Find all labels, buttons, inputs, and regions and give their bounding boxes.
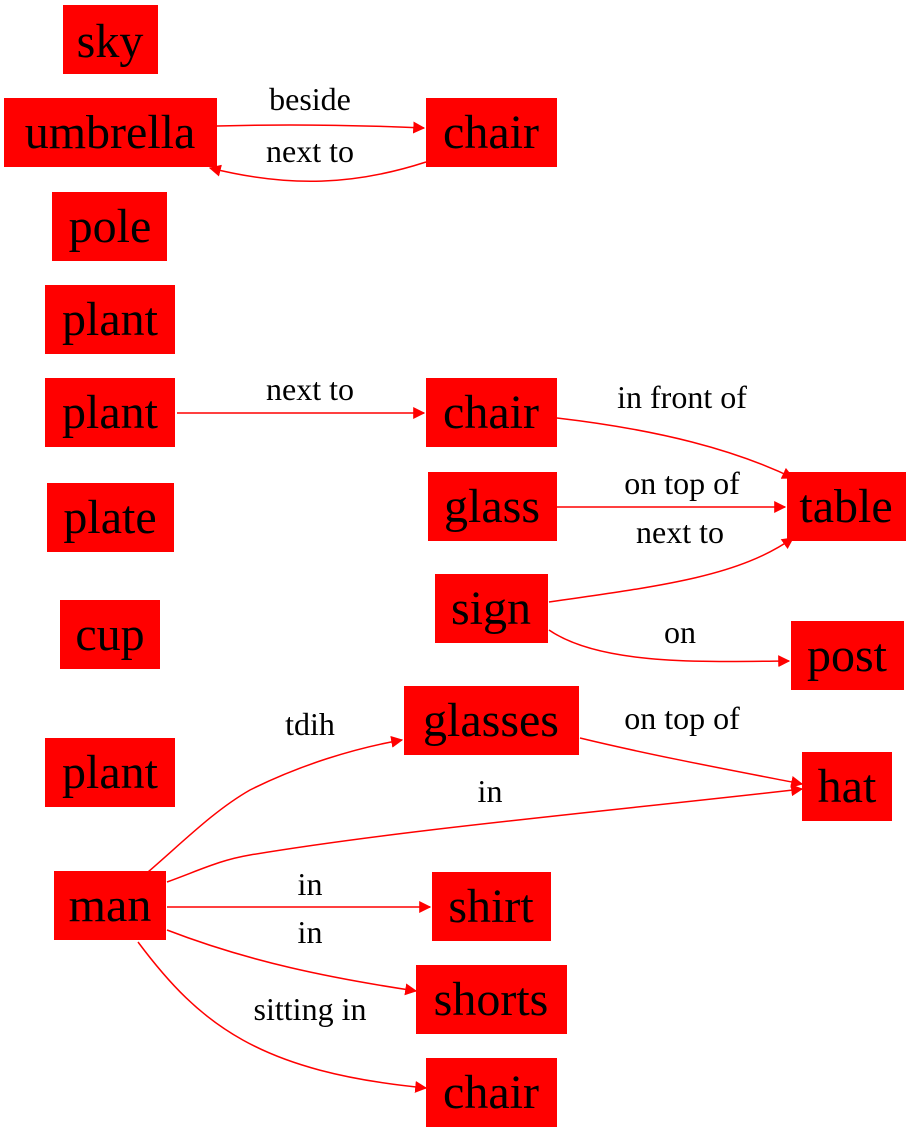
edge-sign-table — [548, 537, 794, 603]
edge-label-man-shorts: in — [298, 914, 323, 950]
node-label-plate: plate — [63, 491, 156, 544]
edge-chair-table — [556, 417, 795, 479]
node-pole[interactable]: pole — [52, 192, 167, 261]
edge-man-chair — [137, 941, 428, 1093]
node-chair-middle[interactable]: chair — [426, 378, 557, 447]
edge-man-hat — [166, 784, 804, 883]
node-hat[interactable]: hat — [802, 752, 892, 821]
node-label-chair-middle: chair — [443, 386, 539, 439]
node-label-plant-2: plant — [62, 386, 159, 439]
edge-label-glass-table: on top of — [624, 465, 740, 501]
node-label-plant-1: plant — [62, 293, 159, 346]
edge-man-shorts — [166, 929, 418, 996]
edge-label-sign-post: on — [664, 614, 696, 650]
node-shirt[interactable]: shirt — [432, 872, 551, 941]
node-label-table: table — [799, 480, 892, 533]
edge-label-man-glasses: tdih — [285, 706, 335, 742]
node-sky[interactable]: sky — [63, 5, 158, 74]
node-label-umbrella: umbrella — [25, 106, 196, 159]
node-man[interactable]: man — [54, 871, 166, 940]
edge-chair-umbrella — [208, 161, 427, 183]
node-label-sky: sky — [77, 15, 144, 68]
node-shorts[interactable]: shorts — [416, 965, 567, 1034]
edge-man-glasses — [147, 735, 404, 873]
node-label-chair-top: chair — [443, 106, 539, 159]
edge-umbrella-chair — [216, 121, 426, 134]
node-label-hat: hat — [818, 760, 877, 813]
edge-label-man-shirt: in — [298, 866, 323, 902]
node-plant-1[interactable]: plant — [45, 285, 175, 354]
node-cup[interactable]: cup — [60, 600, 160, 669]
node-label-plant-3: plant — [62, 746, 159, 799]
node-plate[interactable]: plate — [47, 483, 174, 552]
node-post[interactable]: post — [791, 621, 904, 690]
node-plant-2[interactable]: plant — [45, 378, 175, 447]
node-label-shorts: shorts — [434, 973, 549, 1026]
edge-label-umbrella-chair: beside — [269, 81, 351, 117]
node-label-sign: sign — [451, 582, 531, 635]
node-label-glasses: glasses — [423, 694, 559, 747]
node-umbrella[interactable]: umbrella — [4, 98, 217, 167]
edge-label-chair-umbrella: next to — [266, 133, 354, 169]
node-table[interactable]: table — [787, 472, 906, 541]
node-label-glass: glass — [444, 480, 540, 533]
edge-label-sign-table: next to — [636, 514, 724, 550]
node-label-chair-bottom: chair — [443, 1066, 539, 1119]
node-glasses[interactable]: glasses — [404, 686, 579, 755]
edge-sign-post — [548, 629, 791, 668]
node-chair-top[interactable]: chair — [426, 98, 557, 167]
node-label-cup: cup — [75, 608, 144, 661]
node-label-man: man — [69, 879, 152, 932]
edge-label-chair-table: in front of — [617, 379, 747, 415]
node-chair-bottom[interactable]: chair — [426, 1058, 557, 1127]
node-plant-3[interactable]: plant — [45, 738, 175, 807]
node-label-post: post — [807, 629, 888, 682]
edge-label-plant-chair: next to — [266, 371, 354, 407]
node-glass[interactable]: glass — [428, 472, 557, 541]
edge-label-man-hat: in — [478, 773, 503, 809]
node-label-pole: pole — [69, 200, 152, 253]
edge-label-man-chair: sitting in — [254, 991, 367, 1027]
edge-label-glasses-hat: on top of — [624, 700, 740, 736]
node-label-shirt: shirt — [448, 880, 534, 933]
edge-glasses-hat — [579, 737, 804, 788]
node-sign[interactable]: sign — [435, 574, 548, 643]
